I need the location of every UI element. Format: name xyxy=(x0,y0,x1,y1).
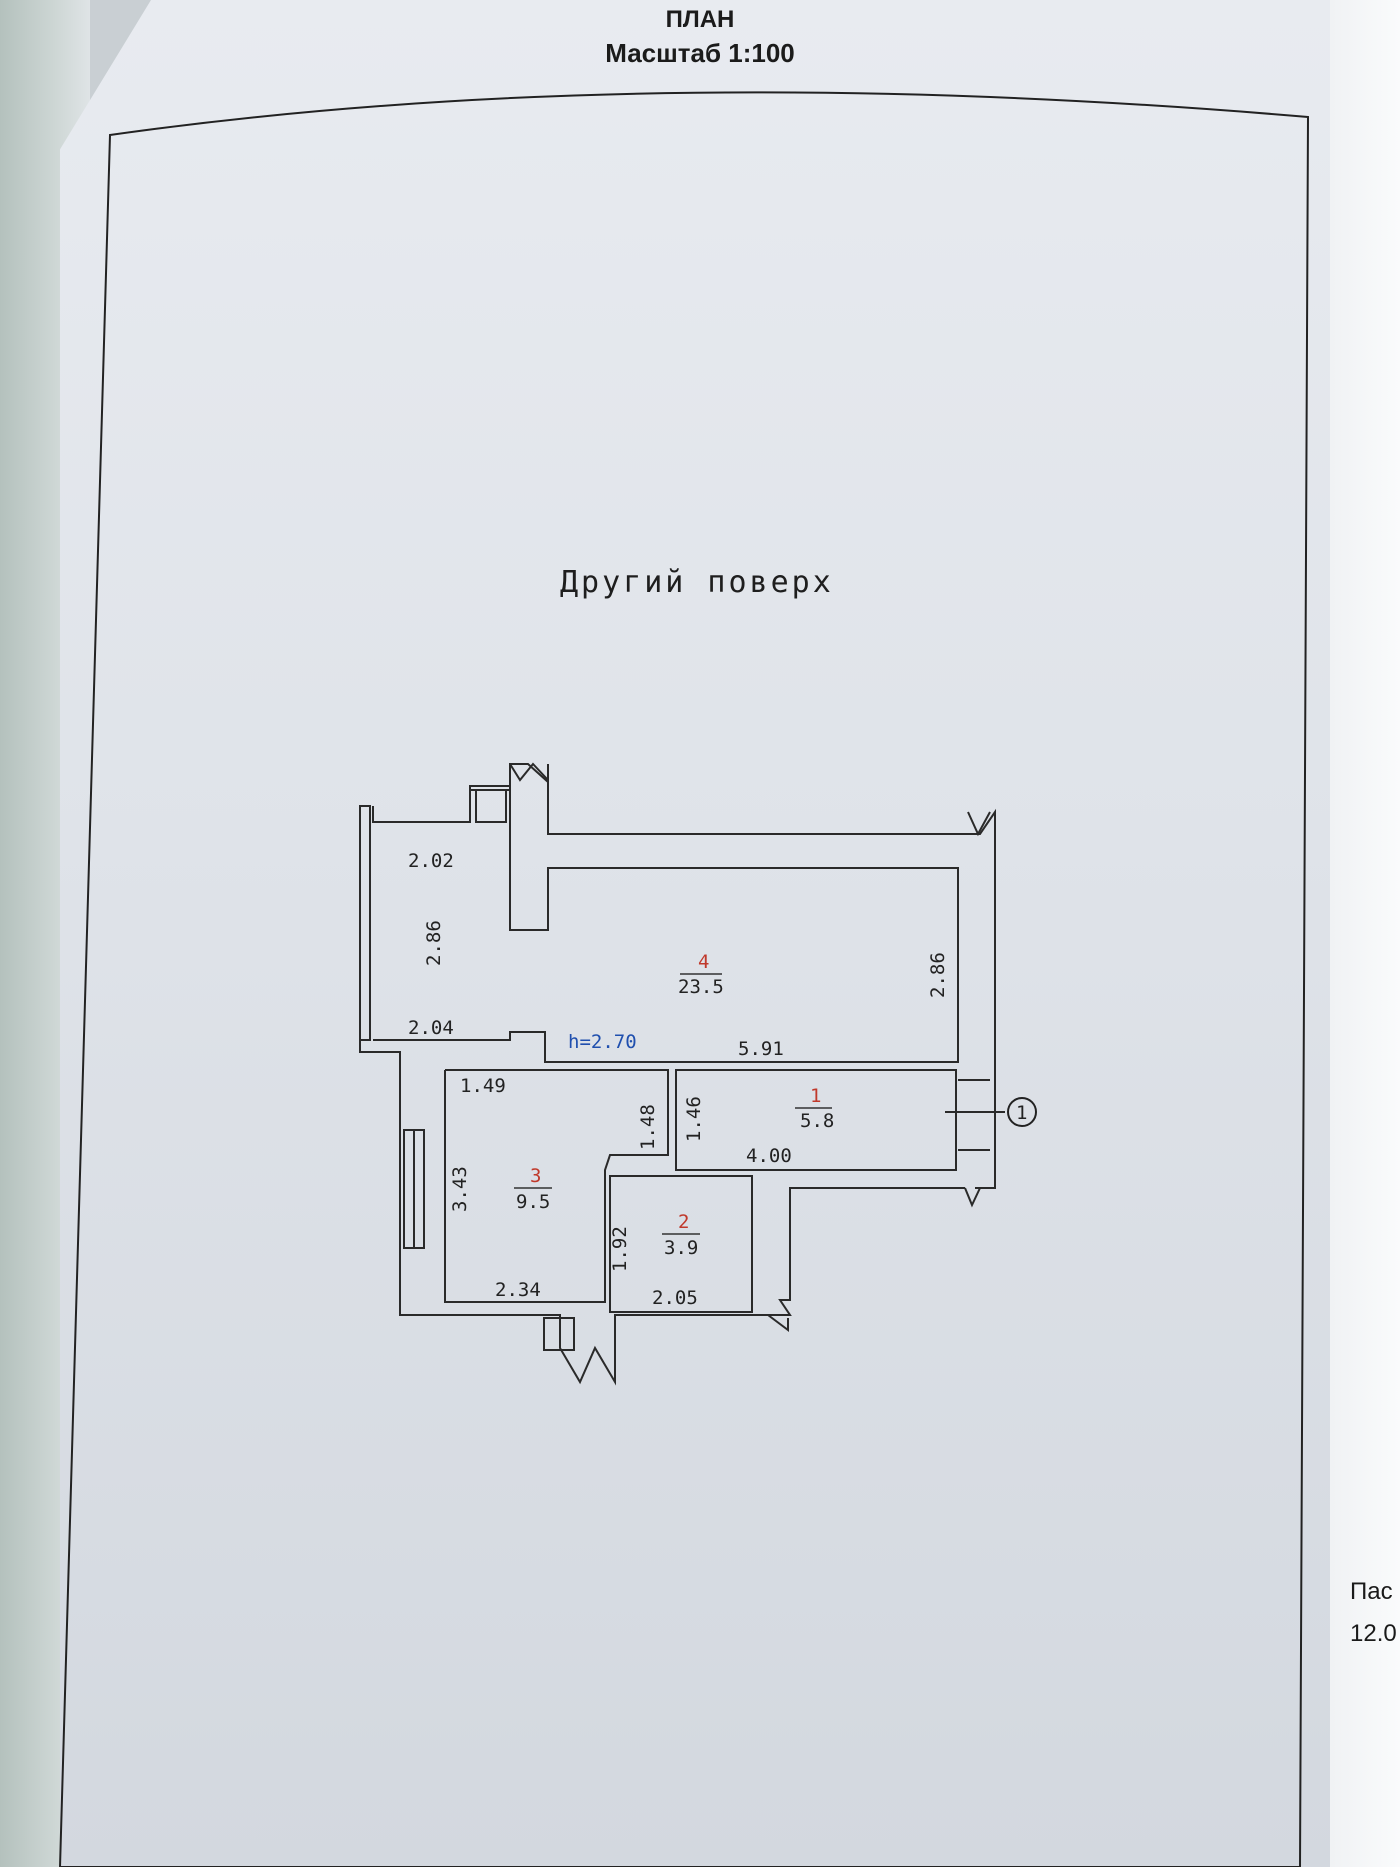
room-3-number: 3 xyxy=(530,1165,541,1187)
dim-balcony-side: 2.86 xyxy=(423,920,445,966)
room-3-area: 9.5 xyxy=(516,1191,550,1213)
dim-room1-left: 1.46 xyxy=(683,1096,705,1142)
dim-room4-right: 2.86 xyxy=(927,952,949,998)
room-2-number: 2 xyxy=(678,1211,689,1233)
entrance-marker xyxy=(1007,1097,1037,1127)
dim-balcony-bottom: 2.04 xyxy=(408,1017,454,1039)
dim-room3-top: 1.49 xyxy=(460,1075,506,1097)
dim-room3-right: 1.48 xyxy=(637,1104,659,1150)
room-1-area: 5.8 xyxy=(800,1110,834,1132)
ceiling-height-label: h=2.70 xyxy=(568,1031,637,1053)
dim-room1-bottom: 4.00 xyxy=(746,1145,792,1167)
plan-scale: Масштаб 1:100 xyxy=(605,38,795,68)
room-1-number: 1 xyxy=(810,1085,821,1107)
floor-title: Другий поверх xyxy=(560,565,834,600)
next-page-text-1: Пас xyxy=(1350,1578,1393,1605)
dim-room3-left: 3.43 xyxy=(449,1166,471,1212)
dim-room2-bottom: 2.05 xyxy=(652,1287,698,1309)
dim-balcony-top: 2.02 xyxy=(408,850,454,872)
room-2-area: 3.9 xyxy=(664,1237,698,1259)
entrance-marker-label: 1 xyxy=(1016,1102,1027,1124)
dim-room4-bottom: 5.91 xyxy=(738,1038,784,1060)
room-4-area: 23.5 xyxy=(678,976,724,998)
next-page-edge xyxy=(1330,0,1400,1867)
room-4-number: 4 xyxy=(698,951,709,973)
next-page-text-2: 12.0 xyxy=(1350,1620,1397,1647)
balcony-window xyxy=(359,805,371,1041)
plan-title: ПЛАН xyxy=(665,6,735,33)
dim-room3-bottom: 2.34 xyxy=(495,1279,541,1301)
drawing-frame xyxy=(58,91,1310,1867)
wall-outlines xyxy=(359,762,1005,1386)
paper-sheet xyxy=(60,0,1360,1867)
dim-room2-left: 1.92 xyxy=(609,1226,631,1272)
